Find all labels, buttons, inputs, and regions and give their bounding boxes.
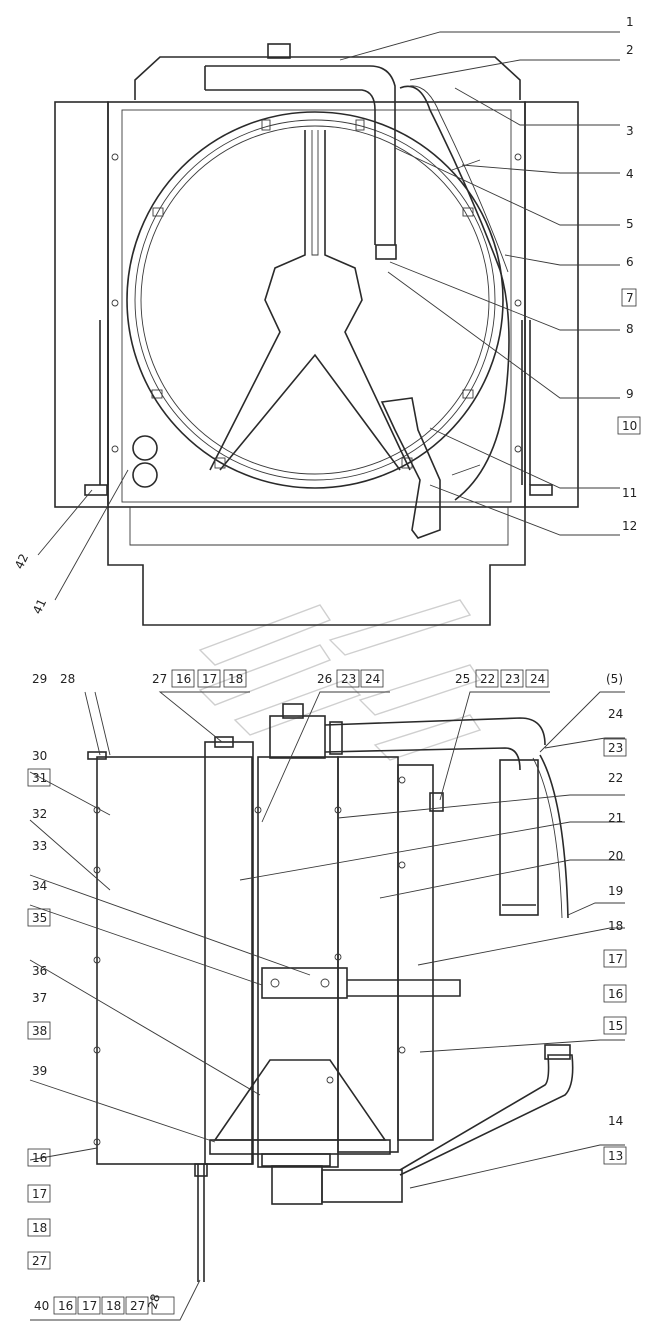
callout-left-13-box xyxy=(27,1251,51,1270)
callout-top-11-box xyxy=(500,669,524,688)
callout-left-7: 37 xyxy=(32,991,47,1005)
callout-top-5: 18 xyxy=(228,672,243,686)
callout-left-9: 39 xyxy=(32,1064,47,1078)
callout-3: 3 xyxy=(626,124,634,138)
callout-right-7: 17 xyxy=(608,952,623,966)
callout-right-0: 24 xyxy=(608,707,623,721)
callout-bottom-0: 40 xyxy=(34,1299,49,1313)
callout-11: 11 xyxy=(622,486,637,500)
callout-7: 7 xyxy=(626,291,634,305)
callout-top-9: 25 xyxy=(455,672,470,686)
callout-top-3: 16 xyxy=(176,672,191,686)
callout-left-13: 27 xyxy=(32,1254,47,1268)
callout-bottom-5-box xyxy=(151,1296,175,1315)
callout-2: 2 xyxy=(626,43,634,57)
callout-left-10: 16 xyxy=(32,1151,47,1165)
callout-bottom-1: 16 xyxy=(58,1299,73,1313)
side-view-right-labels: 24 23 22 21 20 19 18 17 16 15 14 13 xyxy=(603,707,627,1165)
callout-right-2: 22 xyxy=(608,771,623,785)
callout-4: 4 xyxy=(626,167,634,181)
callout-5: 5 xyxy=(626,217,634,231)
callout-right-4: 20 xyxy=(608,849,623,863)
callout-left-3: 33 xyxy=(32,839,47,853)
callout-left-4: 34 xyxy=(32,879,47,893)
callout-right-10: 14 xyxy=(608,1114,623,1128)
callout-7-box xyxy=(621,288,637,307)
callout-right-11-box xyxy=(603,1146,627,1165)
callout-top-10: 22 xyxy=(480,672,495,686)
callout-left-0: 30 xyxy=(32,749,47,763)
callout-8: 8 xyxy=(626,322,634,336)
watermark xyxy=(198,599,482,761)
callout-top-6: 26 xyxy=(317,672,332,686)
callout-top-7: 23 xyxy=(341,672,356,686)
callout-right-1-box xyxy=(603,738,627,757)
callout-bottom-2: 17 xyxy=(82,1299,97,1313)
callout-top-8: 24 xyxy=(365,672,380,686)
callout-right-8: 16 xyxy=(608,987,623,1001)
callout-6: 6 xyxy=(626,255,634,269)
callout-10-box xyxy=(617,416,641,435)
callout-top-4-box xyxy=(197,669,221,688)
callout-left-2: 32 xyxy=(32,807,47,821)
callout-top-11: 23 xyxy=(505,672,520,686)
callout-top-3-box xyxy=(171,669,195,688)
callout-41: 41 xyxy=(30,597,49,617)
callout-top-10-box xyxy=(475,669,499,688)
callout-top-1: 28 xyxy=(60,672,75,686)
callout-left-8: 38 xyxy=(32,1024,47,1038)
side-view xyxy=(87,703,574,1282)
callout-left-5: 35 xyxy=(32,911,47,925)
top-view-leaders xyxy=(37,31,620,601)
callout-42: 42 xyxy=(12,552,31,572)
side-view-left-labels: 30 31 32 33 34 35 36 37 38 39 16 17 18 27 xyxy=(27,749,51,1270)
callout-left-5-box xyxy=(27,908,51,927)
callout-right-5: 19 xyxy=(608,884,623,898)
callout-left-11: 17 xyxy=(32,1187,47,1201)
callout-right-9-box xyxy=(603,1016,627,1035)
callout-top-2: 27 xyxy=(152,672,167,686)
callout-bottom-4: 27 xyxy=(130,1299,145,1313)
callout-right-8-box xyxy=(603,984,627,1003)
callout-right-6: 18 xyxy=(608,919,623,933)
callout-9: 9 xyxy=(626,387,634,401)
callout-bottom-5: 28 xyxy=(145,1292,162,1310)
callout-bottom-3: 18 xyxy=(106,1299,121,1313)
callout-1: 1 xyxy=(626,15,634,29)
callout-right-7-box xyxy=(603,949,627,968)
top-view xyxy=(54,43,579,626)
callout-top-7-box xyxy=(336,669,360,688)
callout-top-12: 24 xyxy=(530,672,545,686)
callout-bottom-1-box xyxy=(53,1296,77,1315)
callout-bottom-2-box xyxy=(77,1296,101,1315)
top-view-left-labels: 42 41 xyxy=(12,552,49,617)
callout-left-1: 31 xyxy=(32,771,47,785)
callout-right-9: 15 xyxy=(608,1019,623,1033)
side-view-leaders xyxy=(29,691,625,1321)
callout-top-13: (5) xyxy=(606,672,623,686)
callout-bottom-4-box xyxy=(125,1296,149,1315)
callout-top-12-box xyxy=(525,669,549,688)
callout-left-12: 18 xyxy=(32,1221,47,1235)
callout-bottom-3-box xyxy=(101,1296,125,1315)
callout-left-11-box xyxy=(27,1184,51,1203)
callout-top-0: 29 xyxy=(32,672,47,686)
callout-right-11: 13 xyxy=(608,1149,623,1163)
callout-right-1: 23 xyxy=(608,741,623,755)
callout-left-12-box xyxy=(27,1218,51,1237)
callout-left-6: 36 xyxy=(32,964,47,978)
callout-right-3: 21 xyxy=(608,811,623,825)
callout-top-8-box xyxy=(360,669,384,688)
callout-left-1-box xyxy=(27,768,51,787)
callout-top-4: 17 xyxy=(202,672,217,686)
callout-10: 10 xyxy=(622,419,637,433)
callout-top-5-box xyxy=(223,669,247,688)
callout-left-10-box xyxy=(27,1148,51,1167)
callout-left-8-box xyxy=(27,1021,51,1040)
callout-12: 12 xyxy=(622,519,637,533)
side-view-top-labels: 29 28 27 16 17 18 26 23 24 25 22 23 24 (5) xyxy=(32,669,623,688)
